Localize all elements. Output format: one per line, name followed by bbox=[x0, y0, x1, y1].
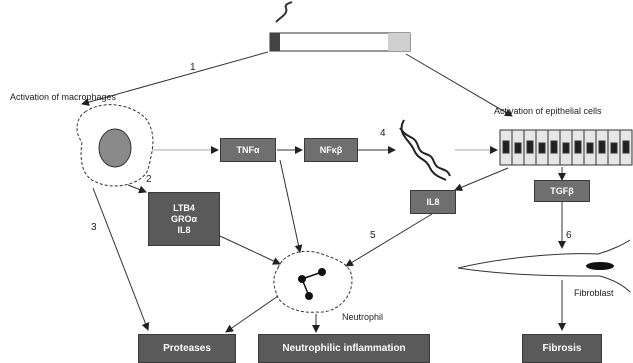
neutrophil-cell bbox=[273, 250, 353, 313]
tgf-beta-box: TGFβ bbox=[534, 180, 590, 202]
il8-box: IL8 bbox=[410, 190, 456, 214]
neutrophilic-inflammation-box: Neutrophilic inflammation bbox=[258, 334, 430, 363]
macrophage-label: Activation of macrophages bbox=[10, 92, 117, 102]
nfkb-box: NFκβ bbox=[304, 138, 358, 162]
arrow-mediators-to-neutrophil bbox=[219, 235, 281, 265]
macrophage-cell bbox=[76, 104, 154, 187]
arrow-neutrophil-to-proteases bbox=[225, 295, 279, 333]
mediator-gro-alpha: GROα bbox=[170, 213, 198, 224]
step-2: 2 bbox=[146, 174, 152, 185]
mediators-box: LTB4 GROα IL8 bbox=[148, 192, 220, 246]
step-3: 3 bbox=[91, 222, 97, 233]
arrow-tnf-to-neutrophil bbox=[279, 159, 303, 253]
fibroblast-cell bbox=[457, 239, 631, 293]
arrow-epithelium-to-il8 bbox=[454, 167, 509, 192]
neutrophil-label: Neutrophil bbox=[342, 312, 384, 322]
dna-helix-icon bbox=[399, 119, 451, 181]
mediator-il8: IL8 bbox=[177, 224, 191, 235]
step-1: 1 bbox=[190, 62, 196, 73]
mediator-ltb4: LTB4 bbox=[173, 202, 195, 213]
cigarette-icon bbox=[269, 32, 411, 52]
epithelial-cells bbox=[499, 129, 633, 166]
step-5: 5 bbox=[370, 230, 376, 241]
arrow-to-epithelium bbox=[405, 53, 513, 117]
arrow-to-macrophage bbox=[81, 51, 269, 106]
arrow-macrophage-to-mediators bbox=[127, 184, 147, 194]
step-6: 6 bbox=[566, 230, 572, 241]
epithelial-label: Activation of epithelial cells bbox=[494, 106, 602, 116]
arrow-macrophage-to-proteases bbox=[92, 187, 150, 331]
stimulus-squiggle bbox=[275, 1, 293, 23]
fibroblast-label: Fibroblast bbox=[574, 288, 614, 298]
fibrosis-box: Fibrosis bbox=[522, 334, 602, 363]
tnf-alpha-box: TNFα bbox=[220, 138, 276, 162]
proteases-box: Proteases bbox=[138, 334, 236, 363]
step-4: 4 bbox=[380, 128, 386, 139]
arrow-il8-to-neutrophil bbox=[345, 213, 433, 267]
